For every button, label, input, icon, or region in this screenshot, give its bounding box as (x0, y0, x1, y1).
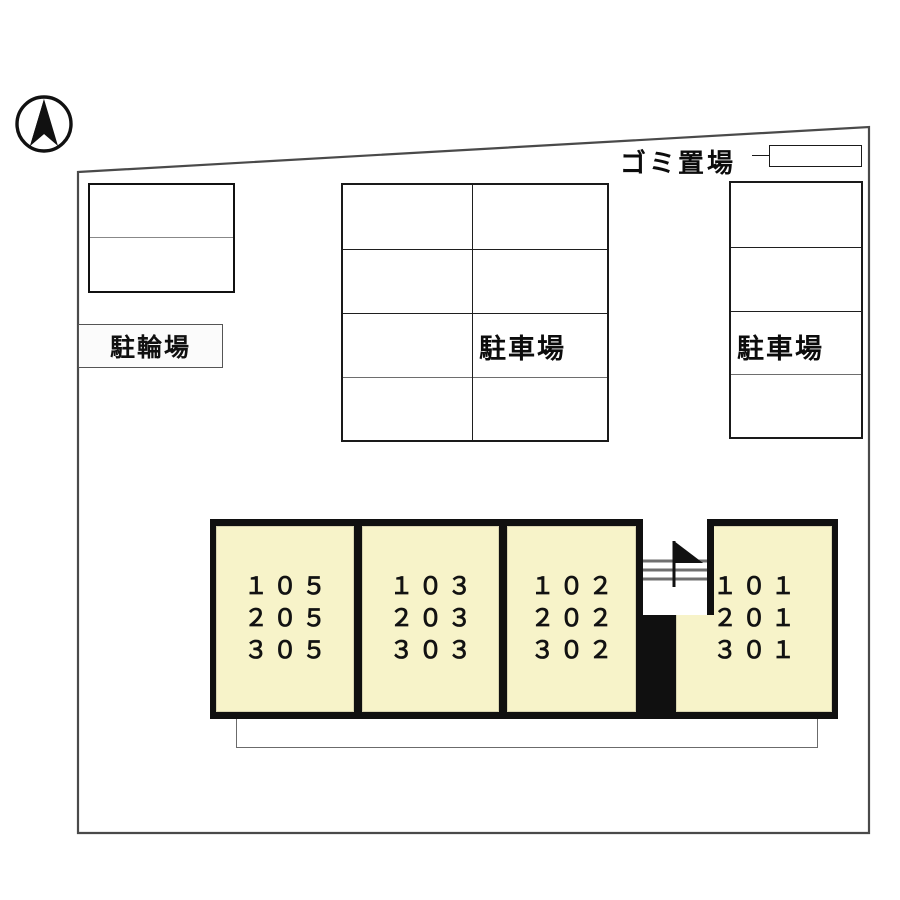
unit-block-103[interactable]: １０３ ２０３ ３０３ (362, 526, 499, 712)
unit-number: １０２ (530, 572, 618, 601)
parking-grid-line (731, 374, 861, 375)
unit-block-105[interactable]: １０５ ２０５ ３０５ (216, 526, 354, 712)
unit-number: １０３ (389, 572, 477, 601)
unit-number: ２０３ (389, 604, 477, 633)
parking-grid-line (343, 377, 607, 378)
parking-lot-side-label: 駐車場 (737, 334, 824, 365)
parking-grid-line (343, 313, 607, 314)
unit-number: ３０１ (713, 635, 800, 664)
bicycle-parking-area (88, 183, 235, 293)
unit-number: ３０５ (244, 635, 331, 664)
stair-up-arrow-icon (643, 519, 707, 615)
trash-station-label: ゴミ置場 (620, 149, 737, 179)
parking-grid-line (343, 249, 607, 250)
unit-number: ３０２ (530, 635, 618, 664)
unit-number: ３０３ (389, 635, 477, 664)
unit-block-102[interactable]: １０２ ２０２ ３０２ (507, 526, 636, 712)
parking-grid-line (731, 311, 861, 312)
trash-leader-line (752, 155, 770, 156)
apartment-building: １０５ ２０５ ３０５ １０３ ２０３ ３０３ １０２ ２０２ ３０２ １０１ … (210, 519, 838, 719)
parking-lot-main (341, 183, 609, 442)
bicycle-parking-label: 駐輪場 (78, 324, 223, 368)
unit-number: １０５ (244, 572, 331, 601)
unit-number: ２０５ (244, 604, 331, 633)
parking-grid-line (472, 185, 473, 440)
trash-station-box (769, 145, 862, 167)
unit-number: ２０２ (530, 604, 618, 633)
walkway-path (236, 719, 818, 748)
parking-lot-main-label: 駐車場 (479, 334, 566, 365)
staircase (636, 519, 714, 615)
parking-lot-side (729, 181, 863, 439)
bicycle-parking-divider (90, 237, 233, 238)
parking-grid-line (731, 247, 861, 248)
unit-number: １０１ (713, 572, 800, 601)
compass-north-arrow-icon (13, 93, 75, 155)
unit-number: ２０１ (713, 604, 800, 633)
